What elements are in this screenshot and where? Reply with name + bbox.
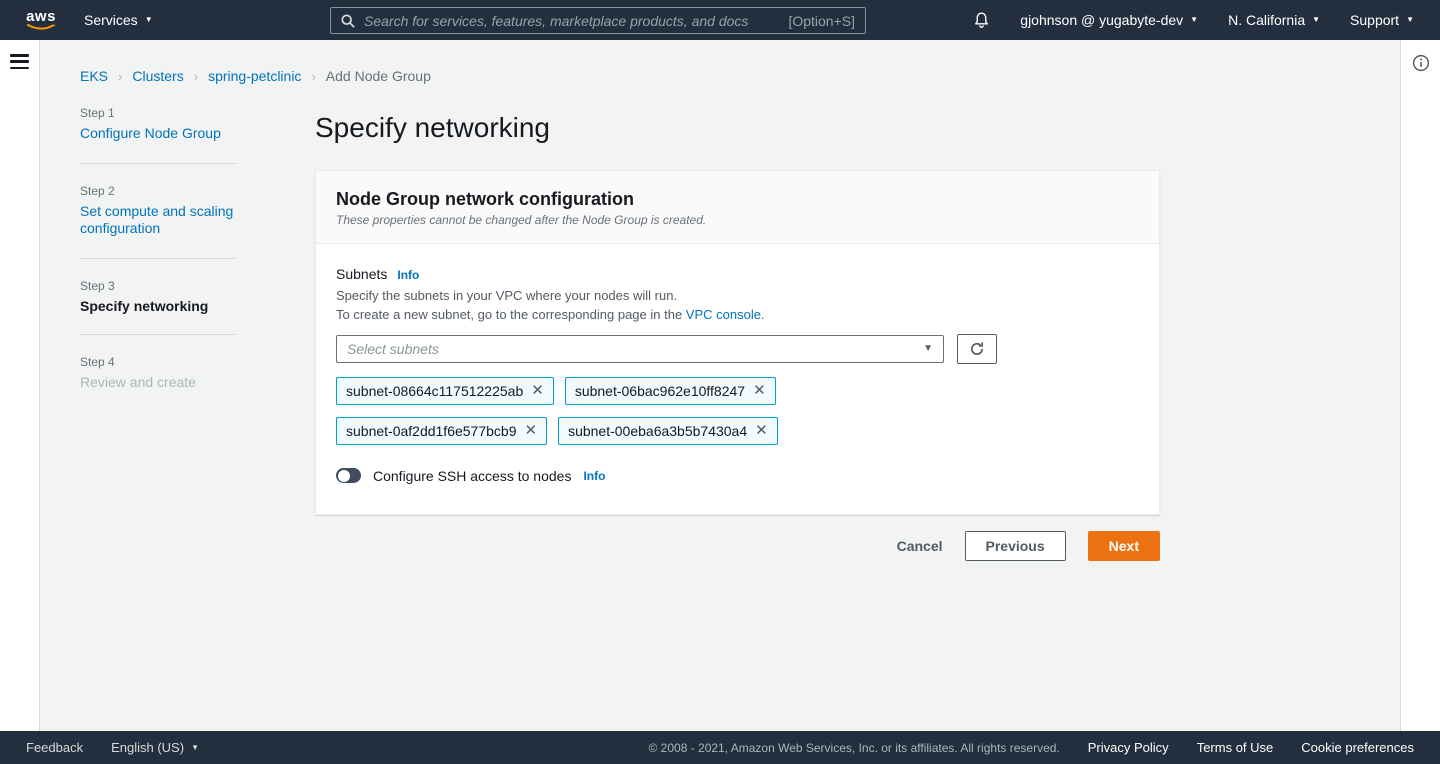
card-title: Node Group network configuration (336, 189, 634, 209)
step-1-link[interactable]: Configure Node Group (80, 125, 221, 141)
next-button[interactable]: Next (1087, 530, 1160, 561)
subnets-select-placeholder: Select subnets (347, 340, 439, 357)
subnet-token: subnet-00eba6a3b5b7430a4 ✕ (558, 416, 778, 445)
wizard-step-1: Step 1 Configure Node Group (80, 106, 236, 143)
privacy-policy-link[interactable]: Privacy Policy (1087, 740, 1169, 755)
ssh-access-toggle[interactable] (336, 468, 361, 484)
previous-button[interactable]: Previous (964, 530, 1066, 561)
subnets-select[interactable]: Select subnets ▼ (336, 334, 944, 363)
services-menu[interactable]: Services ▼ (84, 12, 153, 28)
services-label: Services (84, 12, 138, 28)
subnet-token-label: subnet-00eba6a3b5b7430a4 (568, 422, 748, 439)
step-number-label: Step 2 (80, 183, 115, 198)
breadcrumb-eks[interactable]: EKS (80, 68, 109, 84)
subnets-info-link[interactable]: Info (397, 268, 420, 282)
wizard-step-content: Specify networking Node Group network co… (315, 106, 1160, 561)
notifications-bell-icon[interactable] (973, 11, 990, 29)
remove-subnet-icon[interactable]: ✕ (755, 422, 768, 440)
breadcrumb-clusters[interactable]: Clusters (132, 68, 184, 84)
region-menu[interactable]: N. California ▼ (1228, 12, 1320, 28)
left-sidebar-strip (0, 40, 40, 731)
top-navigation-bar: aws Services ▼ Search for services, feat… (0, 0, 1440, 40)
footer-bar: Feedback English (US) ▼ © 2008 - 2021, A… (0, 731, 1440, 764)
region-label: N. California (1228, 12, 1306, 28)
search-shortcut-hint: [Option+S] (788, 12, 855, 29)
breadcrumb-separator-icon: › (118, 68, 123, 84)
subnets-description-period: . (760, 306, 765, 322)
terms-of-use-link[interactable]: Terms of Use (1196, 740, 1274, 755)
info-icon[interactable] (1412, 54, 1430, 72)
step-number-label: Step 3 (80, 278, 115, 293)
ssh-info-link[interactable]: Info (583, 468, 606, 483)
chevron-down-icon: ▼ (144, 15, 153, 24)
breadcrumb-separator-icon: › (311, 68, 316, 84)
breadcrumb: EKS › Clusters › spring-petclinic › Add … (80, 40, 1400, 84)
subnets-description-line1: Specify the subnets in your VPC where yo… (336, 288, 678, 303)
wizard-step-4: Step 4 Review and create (80, 355, 236, 390)
refresh-icon (970, 342, 984, 355)
chevron-down-icon: ▼ (1406, 15, 1414, 24)
cookie-preferences-link[interactable]: Cookie preferences (1301, 740, 1414, 755)
step-4-disabled: Review and create (80, 373, 196, 390)
vpc-console-link[interactable]: VPC console (685, 306, 761, 322)
remove-subnet-icon[interactable]: ✕ (531, 382, 544, 400)
hamburger-menu-icon[interactable] (10, 54, 29, 69)
step-number-label: Step 1 (80, 106, 115, 120)
search-icon (341, 13, 355, 28)
wizard-step-3: Step 3 Specify networking (80, 279, 236, 314)
aws-logo[interactable]: aws (26, 7, 56, 31)
aws-logo-text: aws (26, 7, 56, 25)
account-label: gjohnson @ yugabyte-dev (1020, 12, 1184, 28)
chevron-down-icon: ▼ (1312, 15, 1321, 24)
wizard-actions: Cancel Previous Next (315, 530, 1160, 561)
ssh-access-label: Configure SSH access to nodes (373, 467, 572, 484)
card-body: Subnets Info Specify the subnets in your… (316, 244, 1159, 514)
breadcrumb-cluster-name[interactable]: spring-petclinic (208, 68, 302, 84)
chevron-down-icon: ▼ (923, 343, 933, 355)
aws-smile-icon (27, 23, 56, 30)
page-title: Specify networking (315, 112, 551, 143)
chevron-down-icon: ▼ (1190, 15, 1199, 24)
subnets-description: Specify the subnets in your VPC where yo… (336, 287, 1139, 325)
remove-subnet-icon[interactable]: ✕ (524, 422, 538, 440)
breadcrumb-separator-icon: › (193, 68, 199, 84)
copyright-text: © 2008 - 2021, Amazon Web Services, Inc.… (648, 740, 1060, 755)
chevron-down-icon: ▼ (191, 742, 199, 752)
cancel-button[interactable]: Cancel (896, 537, 943, 554)
step-2-link[interactable]: Set compute and scaling configuration (80, 202, 234, 237)
feedback-link[interactable]: Feedback (26, 740, 84, 755)
main-content-area: EKS › Clusters › spring-petclinic › Add … (40, 40, 1400, 731)
subnet-token-label: subnet-06bac962e10ff8247 (574, 382, 746, 399)
support-label: Support (1350, 12, 1400, 28)
card-subtitle: These properties cannot be changed after… (336, 213, 707, 227)
language-menu[interactable]: English (US) ▼ (111, 740, 199, 755)
step-number-label: Step 4 (80, 354, 115, 369)
right-help-strip (1400, 40, 1440, 731)
page-frame: EKS › Clusters › spring-petclinic › Add … (0, 40, 1440, 731)
wizard-step-2: Step 2 Set compute and scaling configura… (80, 184, 236, 238)
global-search-input[interactable]: Search for services, features, marketpla… (330, 7, 866, 34)
language-label: English (US) (111, 740, 185, 755)
subnet-token: subnet-08664c117512225ab ✕ (336, 376, 554, 405)
subnet-token: subnet-0af2dd1f6e577bcb9 ✕ (336, 416, 548, 445)
network-configuration-card: Node Group network configuration These p… (315, 170, 1160, 515)
subnets-description-line2: To create a new subnet, go to the corres… (336, 306, 686, 322)
refresh-subnets-button[interactable] (957, 333, 997, 364)
breadcrumb-current-page: Add Node Group (325, 68, 431, 84)
wizard-steps-nav: Step 1 Configure Node Group Step 2 Set c… (80, 106, 236, 561)
step-3-current: Specify networking (80, 297, 209, 314)
selected-subnets-list: subnet-08664c117512225ab ✕ subnet-06bac9… (336, 376, 806, 445)
remove-subnet-icon[interactable]: ✕ (753, 382, 766, 400)
card-header: Node Group network configuration These p… (316, 171, 1159, 244)
subnet-token-label: subnet-0af2dd1f6e577bcb9 (346, 422, 517, 439)
subnet-token-label: subnet-08664c117512225ab (346, 382, 524, 399)
subnets-label: Subnets (336, 266, 388, 282)
search-placeholder: Search for services, features, marketpla… (364, 12, 749, 29)
account-menu[interactable]: gjohnson @ yugabyte-dev ▼ (1020, 12, 1198, 28)
subnet-token: subnet-06bac962e10ff8247 ✕ (564, 376, 776, 405)
support-menu[interactable]: Support ▼ (1350, 12, 1414, 28)
